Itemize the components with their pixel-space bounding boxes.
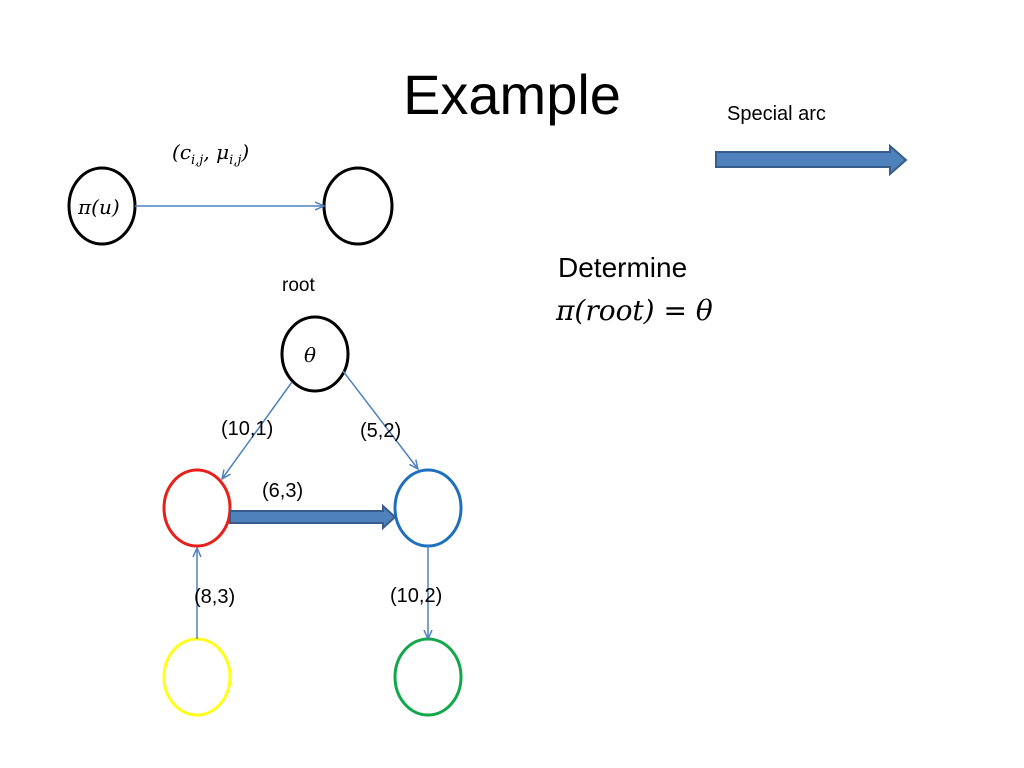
edge-label-blue-green: (10,2) [390, 585, 443, 607]
node-green [393, 637, 463, 717]
slide-title: Example [403, 63, 621, 126]
label-mu-subscript: i,j [229, 153, 242, 168]
task-line-1: Determine [558, 252, 688, 283]
edge-label-root-right: (5,2) [360, 420, 402, 442]
task-line-2: π(root) = θ [556, 294, 713, 327]
node-red [162, 468, 232, 548]
generic-edge-label: (ci,j, μi,j) [172, 140, 250, 168]
node-root-label: θ [304, 343, 317, 367]
edge-label-special: (6,3) [262, 480, 304, 502]
node-yellow [162, 637, 232, 717]
edge-label-root-left: (10,1) [221, 418, 274, 440]
node-blue [393, 468, 463, 548]
node-root [280, 315, 350, 393]
legend-special-arc-label: Special arc [727, 103, 826, 125]
root-label: root [282, 275, 315, 296]
legend-special-arc-arrow [715, 143, 908, 177]
label-mu: μ [216, 140, 230, 164]
edge-root-right [342, 370, 418, 469]
label-c: c [179, 140, 192, 164]
edge-special-arc [229, 503, 397, 531]
node-generic-target [322, 166, 394, 246]
node-pi-u-label: π(u) [78, 195, 120, 219]
edge-label-yellow-red: (8,3) [194, 586, 236, 608]
label-c-subscript: i,j [191, 153, 204, 168]
edge-root-left [222, 381, 293, 479]
